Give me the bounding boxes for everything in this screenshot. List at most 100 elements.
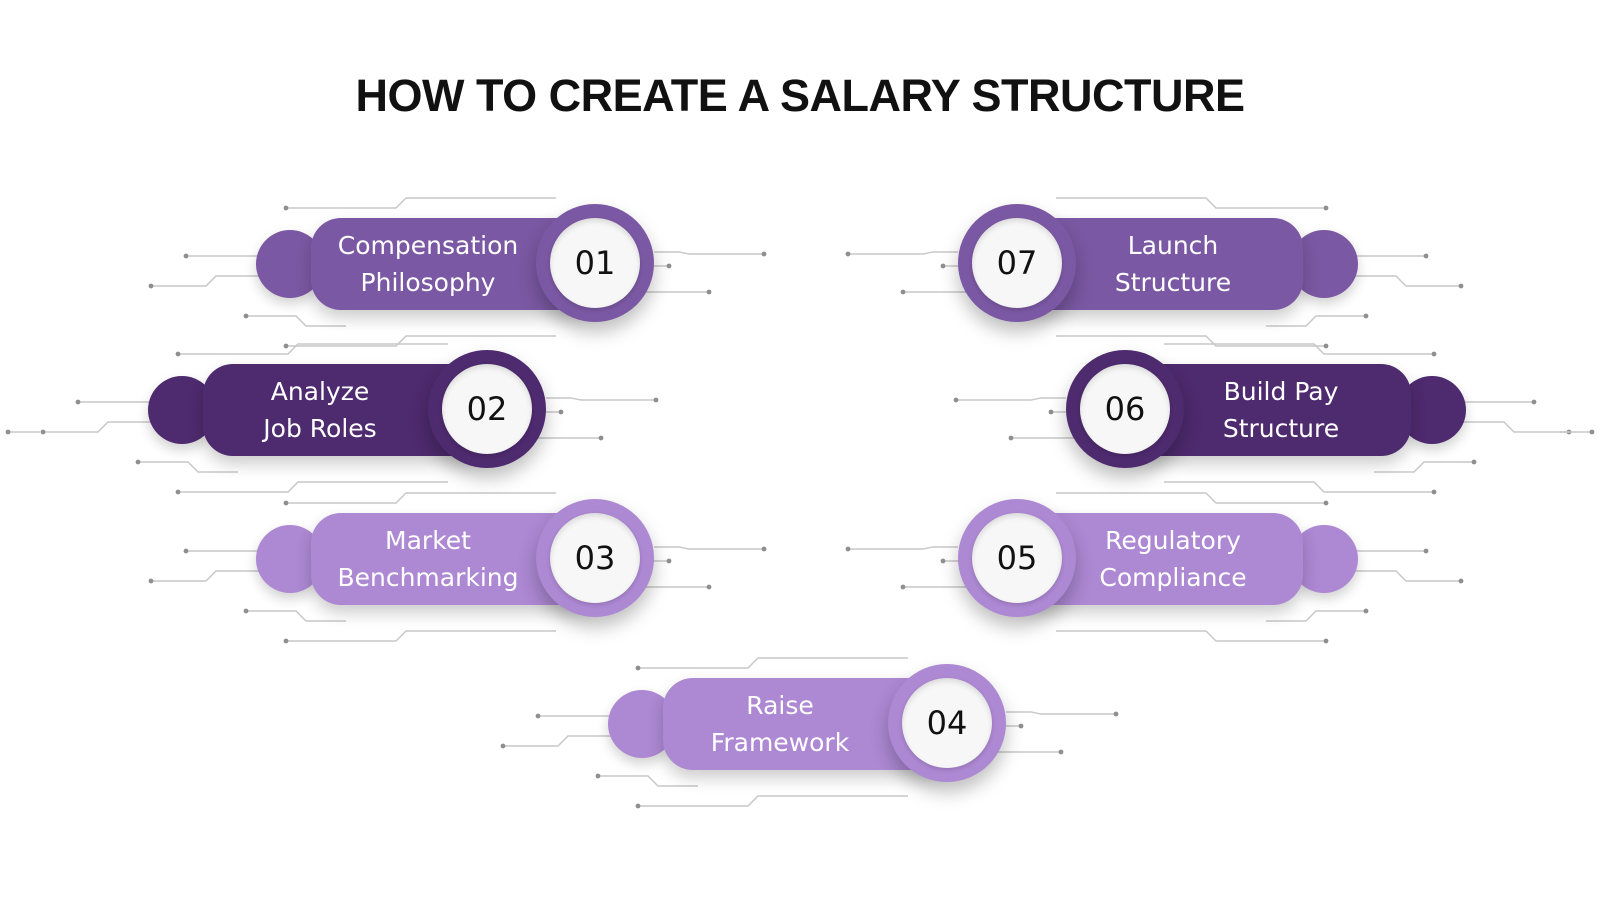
- circuit-node: [761, 546, 767, 552]
- step-label: Compensation Philosophy: [318, 218, 538, 310]
- circuit-trace: [1266, 610, 1366, 622]
- circuit-trace: [1266, 315, 1366, 327]
- circuit-trace: [546, 397, 656, 401]
- circuit-trace: [1056, 335, 1326, 347]
- step-label-line1: Regulatory: [1105, 526, 1241, 555]
- circuit-node: [283, 638, 289, 644]
- circuit-trace: [178, 481, 448, 493]
- circuit-node: [175, 489, 181, 495]
- circuit-node: [1458, 578, 1464, 584]
- circuit-trace: [1164, 481, 1434, 493]
- circuit-node: [535, 713, 541, 719]
- circuit-node: [1323, 638, 1329, 644]
- circuit-node: [1018, 723, 1024, 729]
- page-title: HOW TO CREATE A SALARY STRUCTURE: [355, 70, 1245, 121]
- circuit-node: [183, 253, 189, 259]
- circuit-node: [1431, 351, 1437, 357]
- step-06: Build Pay Structure 06: [1066, 350, 1466, 470]
- circuit-node: [175, 351, 181, 357]
- circuit-trace: [286, 492, 556, 504]
- circuit-node: [595, 773, 601, 779]
- circuit-node: [635, 665, 641, 671]
- circuit-trace: [848, 546, 958, 550]
- circuit-node: [1048, 409, 1054, 415]
- circuit-trace: [956, 397, 1066, 401]
- circuit-node: [283, 205, 289, 211]
- step-number: 04: [926, 704, 968, 742]
- step-label-line2: Structure: [1222, 414, 1340, 443]
- circuit-node: [1323, 205, 1329, 211]
- circuit-node: [40, 429, 46, 435]
- step-label-line1: Compensation: [337, 231, 519, 260]
- circuit-trace: [654, 546, 764, 550]
- step-number-badge: 06: [1066, 350, 1184, 468]
- circuit-node: [500, 743, 506, 749]
- step-number: 06: [1104, 390, 1146, 428]
- circuit-node: [558, 409, 564, 415]
- circuit-node: [148, 283, 154, 289]
- circuit-trace: [286, 197, 556, 209]
- circuit-node: [635, 803, 641, 809]
- circuit-node: [900, 289, 906, 295]
- step-03: Market Benchmarking 03: [256, 499, 656, 619]
- circuit-node: [183, 548, 189, 554]
- circuit-node: [1323, 343, 1329, 349]
- step-label: Regulatory Compliance: [1063, 513, 1283, 605]
- circuit-node: [1531, 399, 1537, 405]
- circuit-node: [1471, 459, 1477, 465]
- circuit-trace: [1346, 275, 1461, 287]
- circuit-trace: [151, 570, 266, 582]
- step-04: Raise Framework 04: [608, 664, 1008, 784]
- circuit-trace: [286, 630, 556, 642]
- step-label-line1: Market: [385, 526, 471, 555]
- circuit-node: [845, 546, 851, 552]
- circuit-node: [135, 459, 141, 465]
- circuit-node: [666, 558, 672, 564]
- circuit-node: [1058, 749, 1064, 755]
- circuit-node: [75, 399, 81, 405]
- circuit-node: [5, 429, 11, 435]
- step-07: Launch Structure 07: [958, 204, 1358, 324]
- circuit-node: [666, 263, 672, 269]
- circuit-node: [1363, 313, 1369, 319]
- circuit-trace: [1374, 461, 1474, 473]
- step-label-line2: Benchmarking: [337, 563, 519, 592]
- step-01: Compensation Philosophy 01: [256, 204, 656, 324]
- step-label-line2: Structure: [1114, 268, 1232, 297]
- step-number-badge: 07: [958, 204, 1076, 322]
- circuit-trace: [286, 335, 556, 347]
- step-number-badge: 04: [888, 664, 1006, 782]
- circuit-node: [1423, 253, 1429, 259]
- step-label-line2: Compliance: [1099, 563, 1247, 592]
- circuit-node: [706, 584, 712, 590]
- circuit-node: [243, 608, 249, 614]
- circuit-trace: [638, 657, 908, 669]
- circuit-node: [598, 435, 604, 441]
- step-label: Build Pay Structure: [1171, 364, 1391, 456]
- step-label-line2: Job Roles: [263, 414, 377, 443]
- circuit-trace: [848, 251, 958, 255]
- step-label: Analyze Job Roles: [210, 364, 430, 456]
- circuit-node: [1323, 500, 1329, 506]
- circuit-node: [1363, 608, 1369, 614]
- circuit-node: [900, 584, 906, 590]
- circuit-node: [940, 263, 946, 269]
- step-label-line1: Analyze: [270, 377, 370, 406]
- circuit-trace: [246, 610, 346, 622]
- step-number-badge: 01: [536, 204, 654, 322]
- step-label: Raise Framework: [670, 678, 890, 770]
- circuit-node: [1431, 489, 1437, 495]
- circuit-node: [1589, 429, 1595, 435]
- step-number: 03: [574, 539, 616, 577]
- circuit-trace: [1056, 197, 1326, 209]
- step-02: Analyze Job Roles 02: [148, 350, 548, 470]
- step-05: Regulatory Compliance 05: [958, 499, 1358, 619]
- circuit-trace: [178, 343, 448, 355]
- circuit-trace: [246, 315, 346, 327]
- circuit-trace: [598, 775, 698, 787]
- circuit-node: [243, 313, 249, 319]
- circuit-trace: [638, 795, 908, 807]
- circuit-node: [706, 289, 712, 295]
- step-label-line1: Launch: [1127, 231, 1219, 260]
- circuit-node: [1423, 548, 1429, 554]
